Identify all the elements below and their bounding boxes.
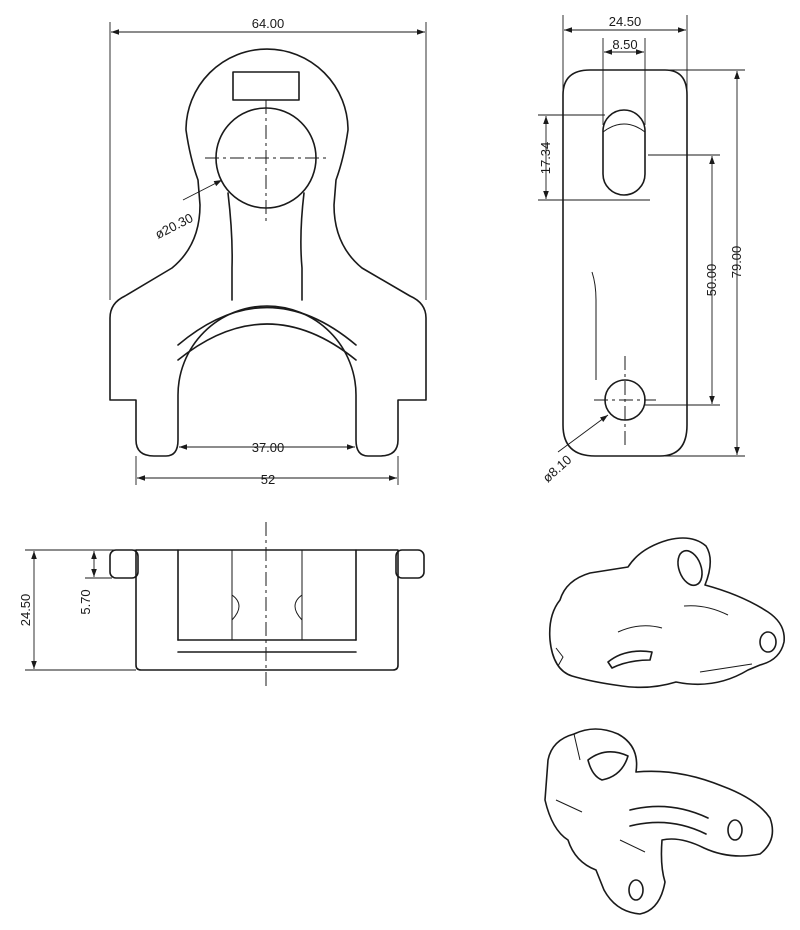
- iso-1-detail: [555, 605, 753, 673]
- bottom-view-left-flange: [109, 549, 139, 579]
- iso-2-outline: [544, 728, 774, 915]
- bottom-view-inner-walls: [177, 549, 357, 641]
- iso-2-hole-bottom: [628, 879, 644, 901]
- dim-leader-bore: [182, 179, 223, 201]
- dim-base-width: 52: [261, 472, 275, 487]
- isometric-view-1: [548, 537, 785, 689]
- iso-1-outline: [548, 537, 785, 689]
- iso-1-bore: [677, 549, 703, 587]
- front-view: 64.00 ø20.30 37.00 52: [109, 16, 427, 487]
- side-view: 24.50 8.50 17.34 50.00 79.00 ø8.10: [538, 14, 745, 485]
- front-view-top-slot: [232, 71, 300, 101]
- bottom-view-bore-hint-left: [231, 594, 240, 621]
- iso-1-slot-cut: [607, 650, 653, 669]
- front-view-inner-neck: [227, 192, 305, 301]
- side-view-slot-inner: [602, 123, 646, 133]
- dim-slot-width-side: 8.50: [612, 37, 637, 52]
- iso-2-saddle-curve: [629, 805, 709, 835]
- dim-overall-length: 79.00: [729, 246, 744, 279]
- dim-bottom-height: 24.50: [18, 594, 33, 627]
- bottom-view-right-flange: [395, 549, 425, 579]
- iso-2-top-slot: [587, 751, 629, 781]
- dim-small-hole-diameter: ø8.10: [540, 452, 575, 485]
- bottom-view-bore-edges: [231, 550, 303, 640]
- isometric-view-2: [544, 728, 774, 915]
- dim-hole-spacing: 50.00: [704, 264, 719, 297]
- front-view-saddle-curve: [177, 306, 357, 346]
- dim-bore-diameter: ø20.30: [153, 210, 196, 242]
- dim-slot-length: 17.34: [538, 142, 553, 175]
- iso-2-detail: [555, 733, 646, 853]
- bottom-view-bore-hint-right: [294, 594, 303, 621]
- bottom-view: 24.50 5.70: [18, 522, 425, 688]
- side-view-slot: [602, 109, 646, 196]
- front-view-saddle-curve-2: [177, 323, 357, 361]
- dim-overall-width: 64.00: [252, 16, 285, 31]
- side-view-edge-line: [591, 271, 597, 380]
- iso-1-pin-hole: [759, 631, 777, 653]
- dim-leader-small-hole: [557, 414, 609, 453]
- dim-slot-width: 37.00: [252, 440, 285, 455]
- iso-2-hole-right: [727, 819, 743, 841]
- bottom-view-slot-edges: [177, 639, 357, 653]
- side-view-outline: [562, 69, 688, 457]
- bottom-view-outline: [135, 549, 399, 671]
- dim-flange-thickness: 5.70: [78, 589, 93, 614]
- dim-side-width: 24.50: [609, 14, 642, 29]
- front-view-outline: [109, 48, 427, 457]
